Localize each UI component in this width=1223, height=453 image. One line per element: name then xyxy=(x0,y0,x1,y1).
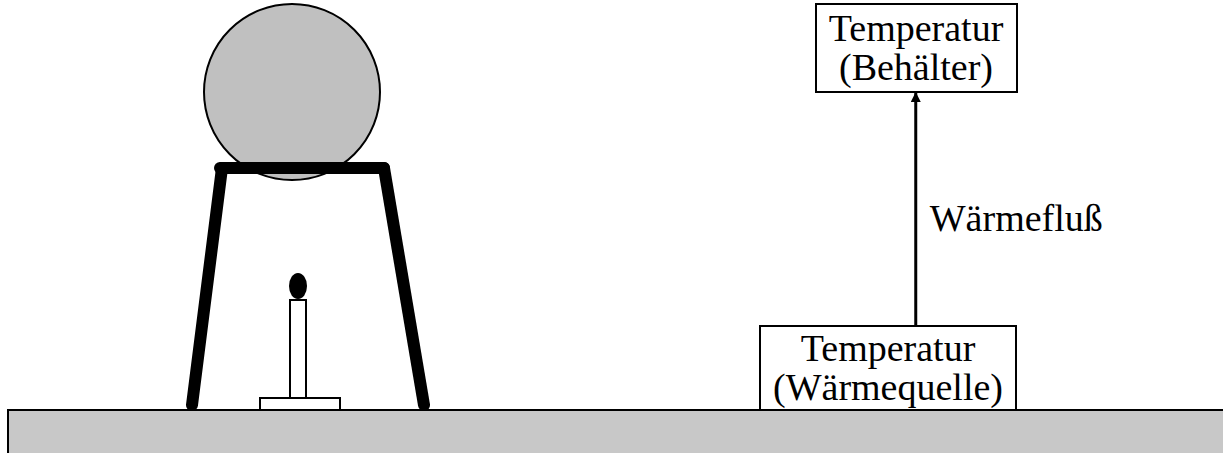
tripod xyxy=(192,168,424,405)
flask xyxy=(204,4,380,180)
arrow-label: Wärmefluß xyxy=(928,198,1105,240)
burner xyxy=(260,273,340,410)
box-label: Temperatur (Wärmequelle) xyxy=(773,329,1003,407)
temperature-box: Temperatur (Wärmequelle) xyxy=(759,325,1017,411)
table-surface xyxy=(8,410,1223,453)
temperature-box: Temperatur (Behälter) xyxy=(815,3,1018,93)
heat-flow-arrow xyxy=(914,93,917,325)
box-label: Temperatur (Behälter) xyxy=(829,9,1004,87)
